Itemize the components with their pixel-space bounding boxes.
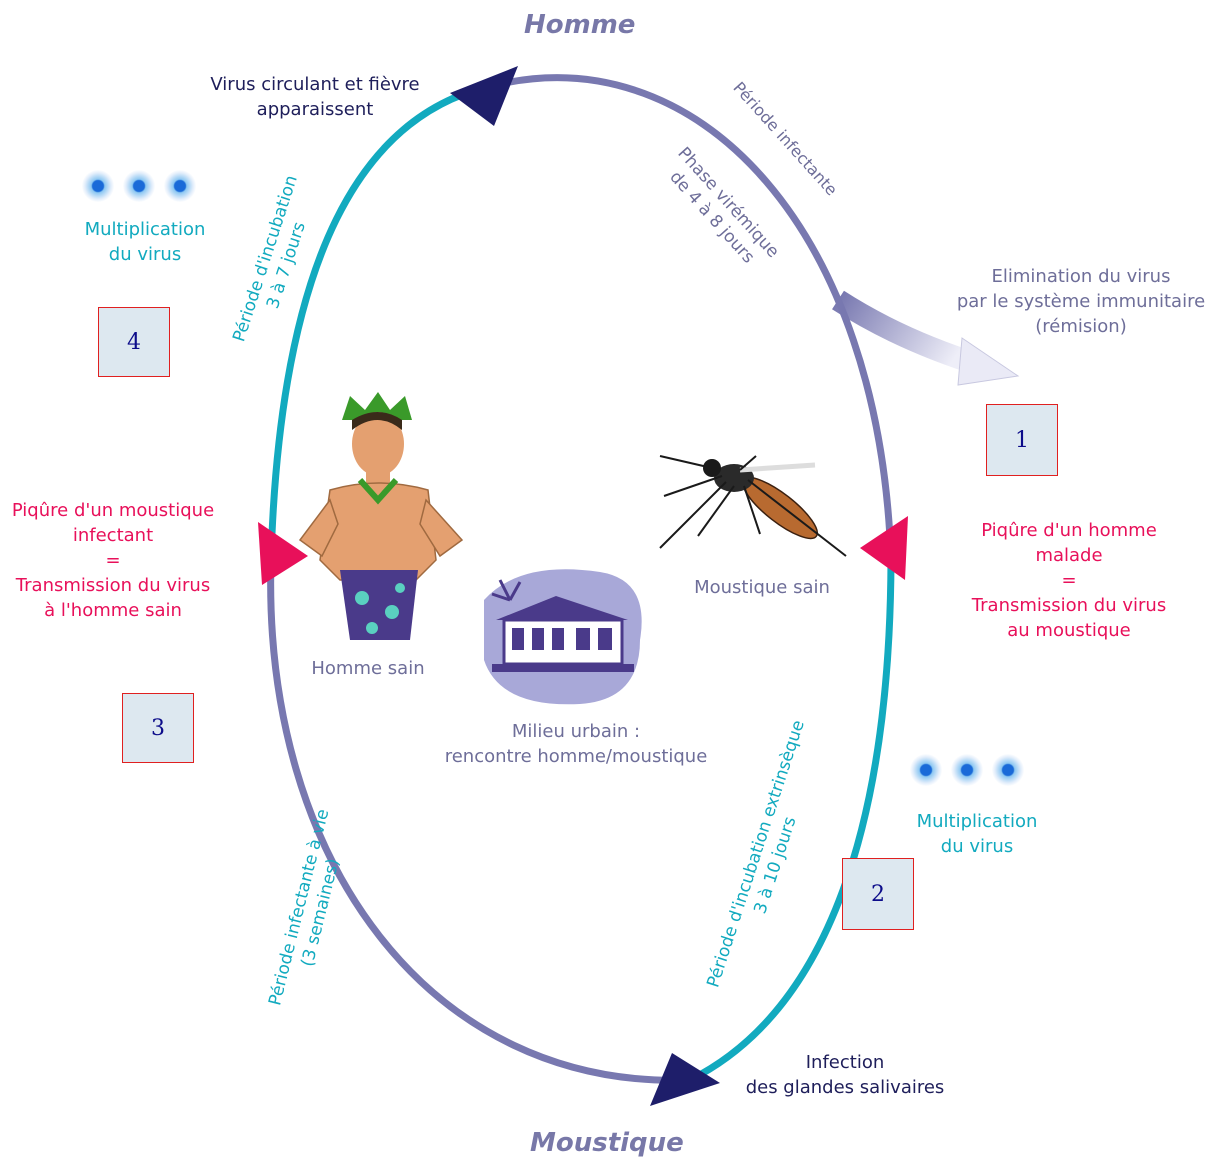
incubation-human-arc: [267, 80, 501, 561]
virus-fever-label: Virus circulant et fièvre apparaissent: [210, 74, 420, 120]
virus-icon: [910, 754, 942, 786]
healthy-man-label: Homme sain: [311, 658, 425, 679]
top-arrow-icon: [450, 66, 518, 126]
box-2: 2: [842, 858, 914, 930]
healthy-mosquito-label: Moustique sain: [694, 577, 830, 598]
mosquito-illustration: [659, 455, 847, 557]
healthy-man-illustration: [298, 392, 464, 640]
human-pole-title: Homme: [524, 10, 636, 40]
bottom-arrow-icon: [650, 1053, 720, 1106]
infectious-mosquito-arc: [267, 559, 691, 1084]
bite-marker-left-icon: [258, 522, 308, 585]
virus-icon: [951, 754, 983, 786]
elimination-label: Elimination du virus par le système immu…: [956, 266, 1206, 337]
virus-particles-right: [910, 754, 1024, 786]
virus-icon: [992, 754, 1024, 786]
box-3: 3: [122, 693, 194, 763]
bite-marker-right-icon: [860, 516, 908, 580]
virus-icon: [123, 170, 155, 202]
multiplication-right-label: Multiplication du virus: [916, 811, 1038, 857]
urban-environment-label: Milieu urbain : rencontre homme/moustiqu…: [444, 721, 708, 767]
virus-particles-left: [82, 170, 196, 202]
mosquito-bite-label: Piqûre d'un moustique infectant = Transm…: [11, 500, 215, 621]
urban-house-illustration: [484, 569, 642, 705]
infectious-human-arc: [499, 74, 895, 561]
elimination-arrow: [832, 290, 1020, 386]
human-bite-label: Piqûre d'un homme malade = Transmission …: [971, 520, 1167, 641]
box-4: 4: [98, 307, 170, 377]
multiplication-left-label: Multiplication du virus: [84, 219, 206, 265]
salivary-glands-label: Infection des glandes salivaires: [745, 1052, 945, 1098]
virus-icon: [164, 170, 196, 202]
virus-icon: [82, 170, 114, 202]
box-1: 1: [986, 404, 1058, 476]
mosquito-pole-title: Moustique: [530, 1128, 684, 1158]
